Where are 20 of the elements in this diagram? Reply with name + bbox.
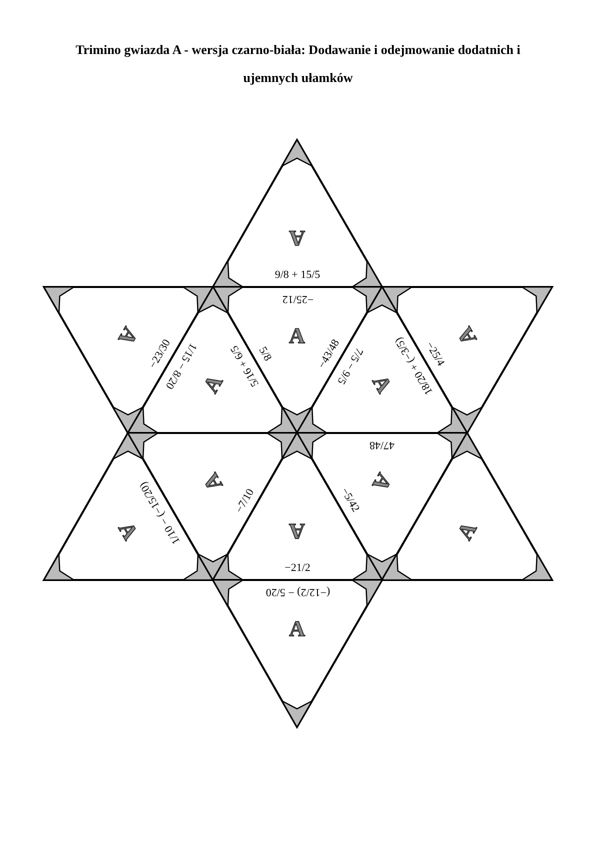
fraction-expression: 5/8: [256, 344, 274, 364]
tile-letter: A: [454, 323, 480, 348]
tile-letter: A: [368, 470, 396, 494]
tile-letter: A: [289, 226, 306, 250]
fraction-expression: 47/48: [369, 439, 395, 451]
tile-letter: A: [368, 372, 396, 397]
fraction-expression: (−12/2) − 5/20: [265, 586, 330, 598]
tile-letter: A: [454, 518, 480, 544]
page-title: Trimino gwiazda A - wersja czarno-biała: Dodawanie i odejmowanie dodatnich i ujemnych ułamków: [74, 41, 522, 87]
tile-letter: A: [199, 470, 226, 494]
tile-letter: A: [114, 323, 142, 348]
tile-letter: A: [289, 520, 306, 542]
fraction-expression: 9/8 + 15/5: [274, 269, 320, 281]
tile-letter: A: [199, 372, 226, 397]
tile-letter: A: [289, 618, 306, 640]
fraction-expression: −21/2: [284, 562, 310, 574]
fraction-expression: −25/12: [282, 293, 314, 305]
tile-letter: A: [114, 518, 142, 544]
tile-letter: A: [289, 324, 306, 347]
fraction-expression: −7/10: [232, 486, 256, 515]
